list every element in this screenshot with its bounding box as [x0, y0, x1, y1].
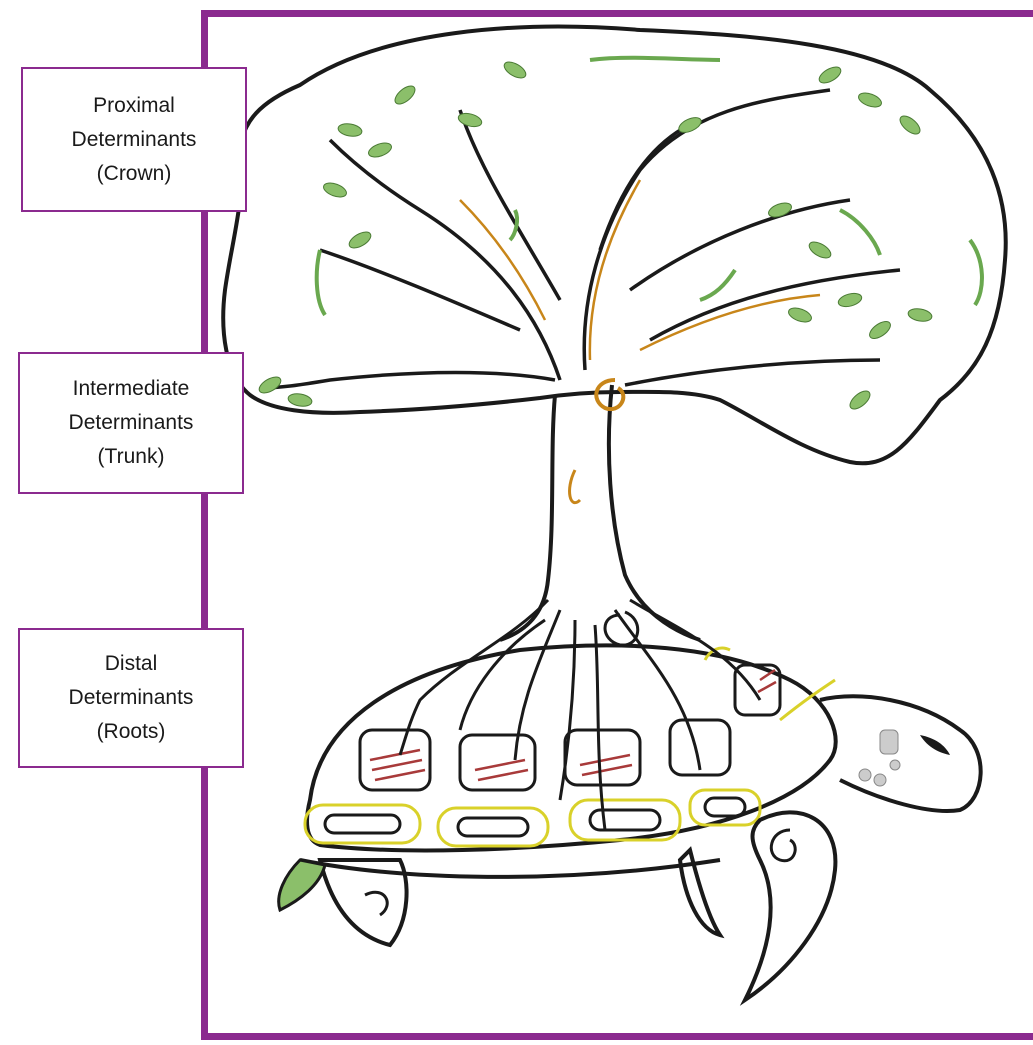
turtle-tail-flipper [279, 860, 325, 910]
roots-line1: Distal [69, 647, 194, 681]
flipper-swirl [771, 830, 795, 861]
turtle-head-spots [859, 730, 900, 786]
trunk-line3: (Trunk) [69, 440, 194, 474]
turtle-head [820, 696, 981, 811]
label-distal-determinants-roots: Distal Determinants (Roots) [18, 628, 244, 768]
label-text-trunk: Intermediate Determinants (Trunk) [69, 372, 194, 474]
turtle-eye [920, 735, 950, 755]
branch-accents [460, 180, 820, 360]
crown-outline [223, 27, 1005, 464]
turtle-plastron [300, 860, 720, 877]
trunk-line1: Intermediate [69, 372, 194, 406]
label-text-roots: Distal Determinants (Roots) [69, 647, 194, 749]
roots-line3: (Roots) [69, 715, 194, 749]
trunk-line2: Determinants [69, 406, 194, 440]
label-text-crown: Proximal Determinants (Crown) [72, 89, 197, 191]
trunk-swirl [570, 470, 580, 503]
crown-line1: Proximal [72, 89, 197, 123]
tree-trunk [500, 385, 700, 640]
tree-roots [400, 600, 760, 830]
label-proximal-determinants-crown: Proximal Determinants (Crown) [21, 67, 247, 212]
crown-line2: Determinants [72, 123, 197, 157]
roots-line2: Determinants [69, 681, 194, 715]
label-intermediate-determinants-trunk: Intermediate Determinants (Trunk) [18, 352, 244, 494]
rear-flipper-loop [365, 892, 387, 915]
crown-line3: (Crown) [72, 157, 197, 191]
